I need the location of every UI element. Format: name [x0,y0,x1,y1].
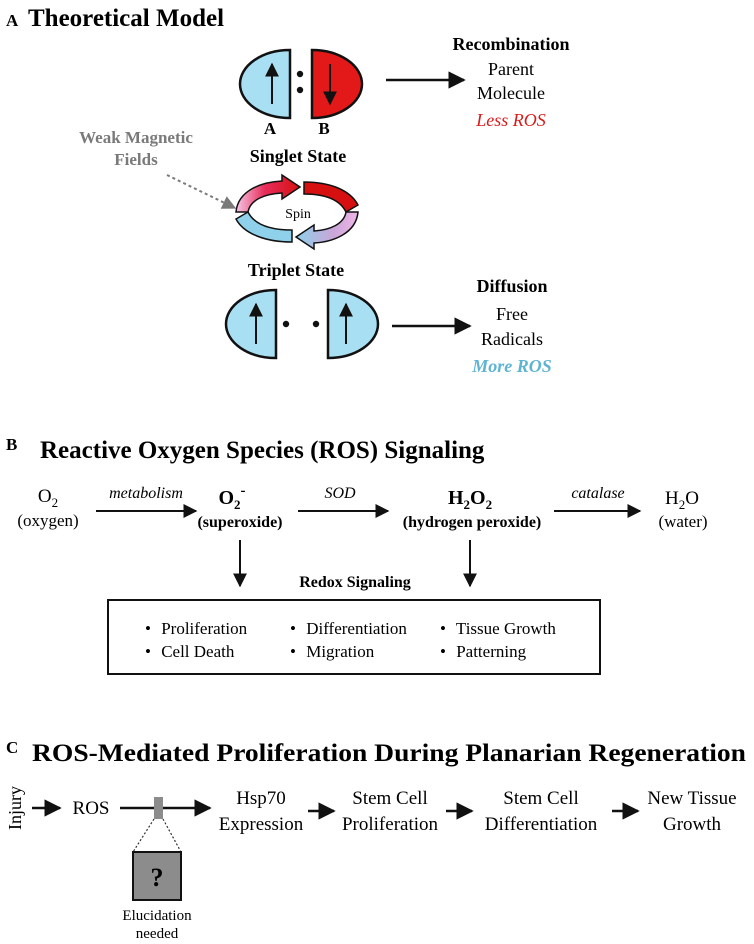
weak-fields-line1: Weak Magnetic [79,128,193,147]
panel-a: A Theoretical Model A B Singlet State Re… [6,5,570,376]
list-item: • Patterning [440,642,527,661]
catalase-label: catalase [571,485,624,502]
new-tissue-line1: New Tissue [647,788,736,809]
unknown-mechanism-box [132,851,182,901]
radical-dot-a [282,320,290,328]
bond-dot-top [296,70,304,78]
list-item: • Tissue Growth [440,619,556,638]
injury-label: Injury [5,786,25,830]
label-a: A [264,119,277,138]
water-name: (water) [658,512,707,531]
superoxide-name: (superoxide) [197,514,282,531]
weak-fields-dotted-arrow [166,174,237,209]
triplet-state-label: Triplet State [248,260,344,280]
weak-fields-line2: Fields [114,150,158,169]
stem-differentiation-line1: Stem Cell [503,788,578,809]
singlet-state-label: Singlet State [250,146,347,166]
hydrogen-peroxide-name: (hydrogen peroxide) [403,514,542,531]
singlet-radical-pair [238,48,364,120]
redox-signaling-label: Redox Signaling [299,574,411,591]
less-ros-label: Less ROS [475,110,546,130]
question-mark-icon: ? [151,863,164,892]
callout-line-left [132,818,155,853]
hsp70-line1: Hsp70 [236,788,286,809]
stem-proliferation-line2: Proliferation [342,814,439,835]
list-item: • Migration [290,642,375,661]
panel-b-title: Reactive Oxygen Species (ROS) Signaling [40,437,485,464]
radical-b-half-circle [310,48,364,120]
radical-dot-b [312,320,320,328]
stem-proliferation-line1: Stem Cell [352,788,427,809]
list-item: • Proliferation [145,619,248,638]
panel-c: C ROS-Mediated Proliferation During Plan… [5,738,746,942]
parent-molecule-line1: Parent [488,59,534,79]
diffusion-label: Diffusion [476,276,547,296]
panel-b: B Reactive Oxygen Species (ROS) Signalin… [6,435,708,675]
free-radicals-line2: Radicals [481,329,543,349]
radical-b-separated [326,288,380,360]
oxygen-formula: O2 [38,486,58,510]
list-item: • Differentiation [290,619,407,638]
new-tissue-line2: Growth [663,814,722,835]
metabolism-label: metabolism [109,485,183,502]
unknown-step-marker [154,797,163,819]
more-ros-label: More ROS [471,356,552,376]
panel-a-letter: A [6,11,19,30]
redox-outcomes-list: • Proliferation • Cell Death • Different… [145,619,556,661]
panel-c-title: ROS-Mediated Proliferation During Planar… [32,740,746,767]
water-formula: H2O [665,488,699,512]
panel-a-title: Theoretical Model [28,5,224,32]
free-radicals-line1: Free [496,304,528,324]
panel-c-letter: C [6,738,18,757]
radical-a-half-circle [238,48,292,120]
oxygen-name: (oxygen) [17,511,78,530]
callout-line-right [162,818,182,853]
hsp70-line2: Expression [219,814,304,835]
panel-b-letter: B [6,435,17,454]
hydrogen-peroxide-formula: H2O2 [448,487,492,512]
recombination-label: Recombination [453,34,570,54]
superoxide-formula: O2- [218,483,245,512]
triplet-radical-pair [224,288,380,360]
parent-molecule-line2: Molecule [477,83,545,103]
sod-label: SOD [324,485,356,502]
label-b: B [318,119,329,138]
radical-a-separated [224,288,278,360]
ros-label: ROS [73,798,110,819]
list-item: • Cell Death [145,642,235,661]
spin-cycle-icon: Spin [234,173,360,251]
stem-differentiation-line2: Differentiation [485,814,598,835]
redox-outcomes-box [107,599,601,675]
elucidation-line1: Elucidation [122,908,192,924]
elucidation-line2: needed [136,926,179,942]
bond-dot-bottom [296,86,304,94]
spin-label: Spin [285,207,311,222]
